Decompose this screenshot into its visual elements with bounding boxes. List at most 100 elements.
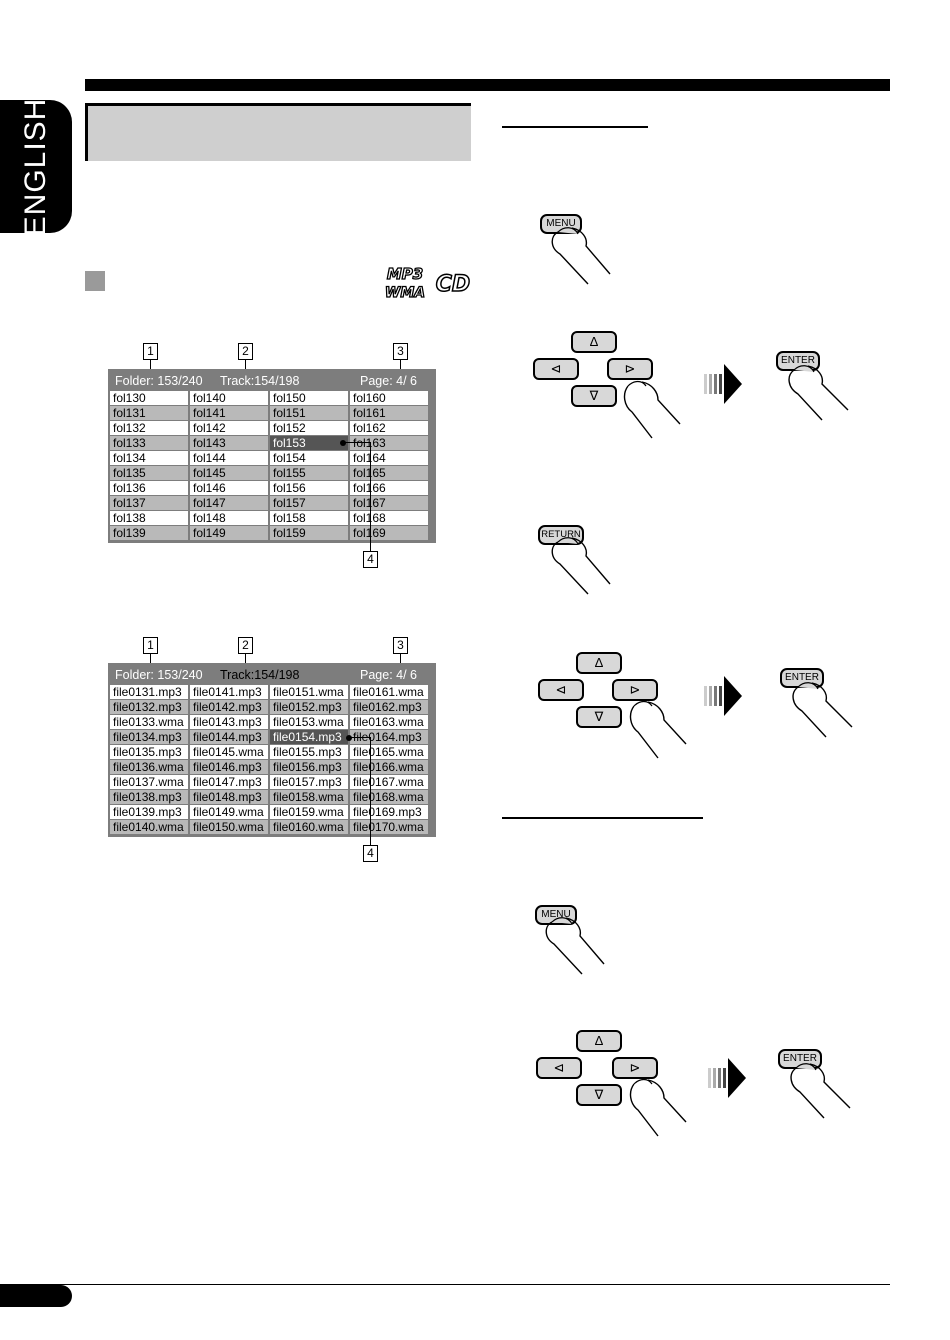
list-item[interactable]: fol141 — [190, 406, 268, 420]
selected-list-item[interactable]: fol153 — [270, 436, 348, 450]
callout-2b: 2 — [238, 637, 253, 654]
list-item[interactable]: file0148.mp3 — [190, 790, 268, 804]
list-item[interactable]: file0147.mp3 — [190, 775, 268, 789]
up-button[interactable]: ∆ — [571, 331, 617, 353]
list-item[interactable]: file0138.mp3 — [110, 790, 188, 804]
left-button[interactable]: ⊲ — [538, 679, 584, 701]
list-item[interactable]: fol133 — [110, 436, 188, 450]
list-item[interactable]: file0131.mp3 — [110, 685, 188, 699]
callout-1b: 1 — [143, 637, 158, 654]
list-item[interactable]: fol145 — [190, 466, 268, 480]
list-item[interactable]: file0132.mp3 — [110, 700, 188, 714]
list-item[interactable]: file0165.wma — [350, 745, 428, 759]
up-button[interactable]: ∆ — [576, 1030, 622, 1052]
down-button[interactable]: ∇ — [571, 385, 617, 407]
list-item[interactable]: file0151.wma — [270, 685, 348, 699]
list-item[interactable]: file0161.wma — [350, 685, 428, 699]
menu-button[interactable]: MENU — [540, 214, 582, 234]
list-item[interactable]: fol148 — [190, 511, 268, 525]
left-button[interactable]: ⊲ — [536, 1057, 582, 1079]
list-item[interactable]: fol159 — [270, 526, 348, 540]
list-item[interactable]: file0142.mp3 — [190, 700, 268, 714]
list-item[interactable]: file0163.wma — [350, 715, 428, 729]
list-item[interactable]: file0150.wma — [190, 820, 268, 834]
list-item[interactable]: file0162.mp3 — [350, 700, 428, 714]
list-item[interactable]: fol146 — [190, 481, 268, 495]
list-item[interactable]: file0166.wma — [350, 760, 428, 774]
list-item[interactable]: file0143.mp3 — [190, 715, 268, 729]
list-item[interactable]: file0155.mp3 — [270, 745, 348, 759]
list-item[interactable]: file0144.mp3 — [190, 730, 268, 744]
list-item[interactable]: fol162 — [350, 421, 428, 435]
list-item[interactable]: fol135 — [110, 466, 188, 480]
right-button[interactable]: ⊳ — [607, 358, 653, 380]
list-item[interactable]: fol151 — [270, 406, 348, 420]
list-item[interactable]: file0134.mp3 — [110, 730, 188, 744]
list-item[interactable]: fol143 — [190, 436, 268, 450]
list-item[interactable]: file0136.wma — [110, 760, 188, 774]
list-item[interactable]: file0141.mp3 — [190, 685, 268, 699]
list-item[interactable]: file0145.wma — [190, 745, 268, 759]
list-item[interactable]: file0159.wma — [270, 805, 348, 819]
list-item[interactable]: file0168.wma — [350, 790, 428, 804]
list-item[interactable]: fol156 — [270, 481, 348, 495]
return-button[interactable]: RETURN — [538, 525, 584, 545]
list-item[interactable]: file0152.mp3 — [270, 700, 348, 714]
selected-list-item[interactable]: file0154.mp3 — [270, 730, 348, 744]
callout-line-4b — [370, 737, 371, 845]
list-item[interactable]: fol157 — [270, 496, 348, 510]
list-item[interactable]: fol149 — [190, 526, 268, 540]
list-item[interactable]: file0169.mp3 — [350, 805, 428, 819]
list-item[interactable]: fol132 — [110, 421, 188, 435]
list-item[interactable]: file0153.wma — [270, 715, 348, 729]
list-item[interactable]: file0170.wma — [350, 820, 428, 834]
right-button[interactable]: ⊳ — [612, 679, 658, 701]
list-item[interactable]: fol142 — [190, 421, 268, 435]
list-item[interactable]: file0158.wma — [270, 790, 348, 804]
list-item[interactable]: fol152 — [270, 421, 348, 435]
list-item[interactable]: file0146.mp3 — [190, 760, 268, 774]
left-button[interactable]: ⊲ — [533, 358, 579, 380]
list-item[interactable]: fol147 — [190, 496, 268, 510]
list-item[interactable]: fol137 — [110, 496, 188, 510]
list-item[interactable]: file0135.mp3 — [110, 745, 188, 759]
list-item[interactable]: fol168 — [350, 511, 428, 525]
list-item[interactable]: fol163 — [350, 436, 428, 450]
list-item[interactable]: fol167 — [350, 496, 428, 510]
list-item[interactable]: file0157.mp3 — [270, 775, 348, 789]
list-item[interactable]: fol166 — [350, 481, 428, 495]
list-item[interactable]: fol131 — [110, 406, 188, 420]
list-item[interactable]: file0140.wma — [110, 820, 188, 834]
right-button[interactable]: ⊳ — [612, 1057, 658, 1079]
enter-button[interactable]: ENTER — [776, 351, 820, 371]
list-item[interactable]: fol158 — [270, 511, 348, 525]
list-item[interactable]: fol154 — [270, 451, 348, 465]
list-item[interactable]: fol161 — [350, 406, 428, 420]
list-item[interactable]: file0160.wma — [270, 820, 348, 834]
list-item[interactable]: fol138 — [110, 511, 188, 525]
list-item[interactable]: fol144 — [190, 451, 268, 465]
list-item[interactable]: file0167.wma — [350, 775, 428, 789]
list-item[interactable]: fol150 — [270, 391, 348, 405]
list-item[interactable]: fol169 — [350, 526, 428, 540]
list-item[interactable]: file0156.mp3 — [270, 760, 348, 774]
list-item[interactable]: fol136 — [110, 481, 188, 495]
list-item[interactable]: file0139.mp3 — [110, 805, 188, 819]
list-item[interactable]: fol140 — [190, 391, 268, 405]
enter-button[interactable]: ENTER — [778, 1049, 822, 1069]
list-item[interactable]: file0149.wma — [190, 805, 268, 819]
down-button[interactable]: ∇ — [576, 1084, 622, 1106]
down-button[interactable]: ∇ — [576, 706, 622, 728]
list-item[interactable]: fol160 — [350, 391, 428, 405]
enter-button[interactable]: ENTER — [780, 668, 824, 688]
list-item[interactable]: fol155 — [270, 466, 348, 480]
list-item[interactable]: file0133.wma — [110, 715, 188, 729]
list-item[interactable]: fol130 — [110, 391, 188, 405]
list-item[interactable]: fol164 — [350, 451, 428, 465]
list-item[interactable]: fol134 — [110, 451, 188, 465]
list-item[interactable]: fol165 — [350, 466, 428, 480]
list-item[interactable]: fol139 — [110, 526, 188, 540]
list-item[interactable]: file0137.wma — [110, 775, 188, 789]
up-button[interactable]: ∆ — [576, 652, 622, 674]
menu-button[interactable]: MENU — [535, 905, 577, 925]
